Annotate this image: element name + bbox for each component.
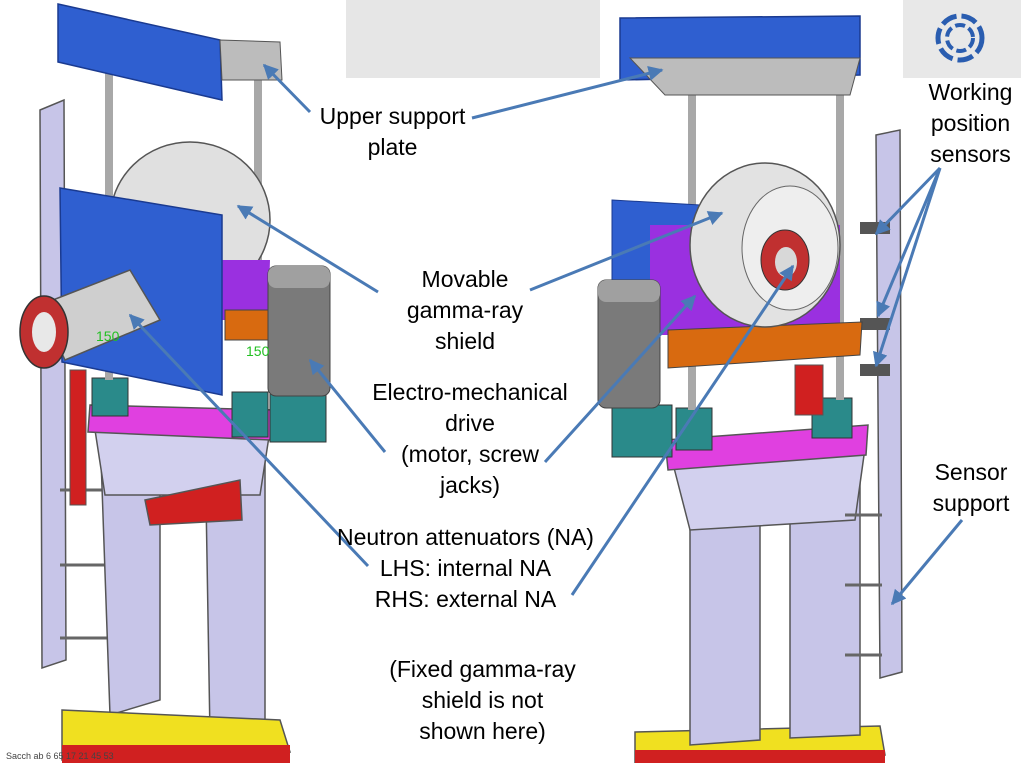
header-placeholder-box	[346, 0, 600, 78]
left-assembly	[19, 3, 331, 763]
right-sensor-3	[860, 364, 890, 376]
label-fixed-shield-note: (Fixed gamma-ray shield is not shown her…	[389, 656, 576, 744]
left-orange-bracket	[224, 309, 276, 341]
left-upper-plate	[57, 3, 223, 101]
left-base-red	[62, 745, 290, 763]
arrow-na-right	[570, 264, 795, 596]
left-red-bracket	[144, 479, 243, 526]
logo-icon	[935, 13, 985, 63]
footer-text: Sacch ab 6 65 17 21 45 53	[6, 751, 114, 761]
arrow-na-left	[128, 313, 370, 568]
right-sensor-2	[860, 318, 890, 330]
arrow-shield-right	[529, 211, 724, 292]
right-jack-1	[611, 404, 673, 458]
arrow-sensor-support	[890, 519, 964, 606]
left-red-bar	[69, 369, 87, 506]
label-movable-shield: Movable gamma-ray shield	[406, 266, 524, 354]
callout-arrows	[128, 63, 964, 606]
left-jack-3	[269, 391, 327, 443]
logo-box	[903, 0, 1021, 78]
left-rail	[39, 98, 67, 670]
arrow-drive-right	[543, 294, 697, 464]
right-upper-bracket	[628, 57, 861, 96]
arrow-sensor-3	[873, 167, 942, 368]
arrow-drive-left	[308, 358, 387, 453]
label-upper-support-plate: Upper support plate	[319, 103, 466, 160]
right-orange-bracket	[667, 321, 863, 369]
dimension-tag-1: 150	[96, 328, 120, 344]
arrow-shield-left	[236, 204, 379, 294]
right-base-red	[635, 750, 885, 763]
left-jack-1	[91, 377, 129, 417]
label-neutron-attenuators: Neutron attenuators (NA) LHS: internal N…	[337, 524, 594, 612]
left-frame-top	[94, 429, 271, 496]
arrow-upper-plate-right	[471, 66, 664, 120]
right-rail	[875, 129, 903, 679]
arrow-sensor-1	[874, 166, 942, 236]
left-shield-purple	[220, 260, 270, 320]
arrow-sensor-2	[876, 167, 942, 318]
dimension-tag-2: 150	[246, 343, 270, 359]
right-red-support	[794, 364, 824, 416]
right-assembly	[597, 15, 903, 763]
label-working-position-sensors: Working position sensors	[928, 79, 1013, 167]
label-sensor-support: Sensor support	[932, 459, 1010, 516]
label-electro-mechanical-drive: Electro-mechanical drive (motor, screw j…	[372, 379, 568, 498]
arrow-upper-plate-left	[262, 63, 312, 114]
